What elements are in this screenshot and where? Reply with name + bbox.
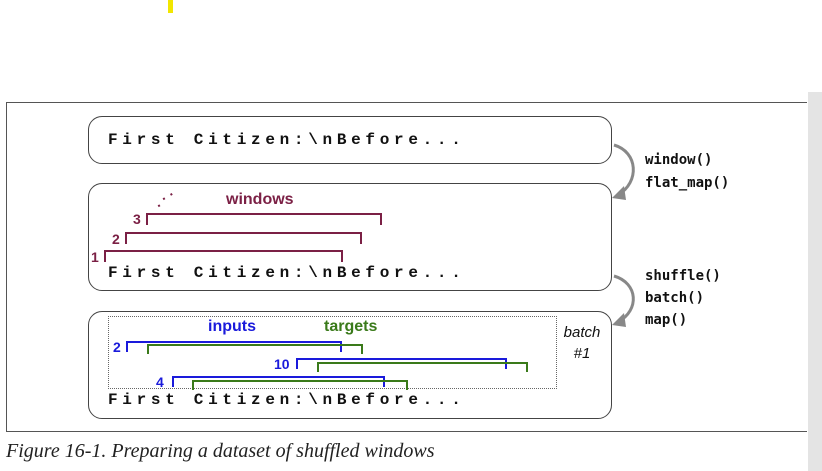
batch-label-line1: batch (563, 324, 601, 341)
window-bracket-1 (104, 250, 343, 262)
inputs-label: inputs (208, 318, 256, 335)
op-map: map() (645, 312, 688, 328)
batch-index-10: 10 (274, 356, 290, 372)
windows-label: windows (226, 191, 294, 208)
figure-frame (6, 102, 807, 432)
sequence-text-3: First Citizen:\nBefore... (108, 391, 466, 409)
window-bracket-3 (146, 213, 382, 225)
target-bracket-2 (147, 344, 363, 354)
op-batch: batch() (645, 290, 705, 306)
window-index-2: 2 (112, 231, 120, 247)
figure-caption: Figure 16-1. Preparing a dataset of shuf… (6, 440, 435, 462)
sequence-text-2: First Citizen:\nBefore... (108, 264, 466, 282)
panel-batch (88, 311, 612, 419)
panel-windows (88, 183, 612, 291)
arrow-window-head (612, 186, 626, 200)
yellow-marker (168, 0, 173, 13)
batch-index-4: 4 (156, 374, 164, 390)
batch-index-2: 2 (113, 339, 121, 355)
input-bracket-2 (126, 341, 342, 352)
op-flat-map: flat_map() (645, 175, 730, 191)
window-index-3: 3 (133, 211, 141, 227)
op-window: window() (645, 152, 713, 168)
window-index-1: 1 (91, 249, 99, 265)
batch-label-line2: #1 (573, 345, 591, 362)
arrow-shuffle-head (612, 313, 626, 327)
window-bracket-2 (125, 232, 362, 244)
target-bracket-4 (192, 380, 408, 390)
batch-box (108, 316, 557, 389)
panel-raw-text (88, 116, 612, 164)
targets-label: targets (324, 318, 378, 335)
scroll-strip (808, 92, 822, 471)
sequence-text-1: First Citizen:\nBefore... (108, 131, 466, 149)
batch-label: batch #1 (556, 322, 608, 364)
op-shuffle: shuffle() (645, 268, 721, 284)
target-bracket-10 (317, 362, 528, 372)
